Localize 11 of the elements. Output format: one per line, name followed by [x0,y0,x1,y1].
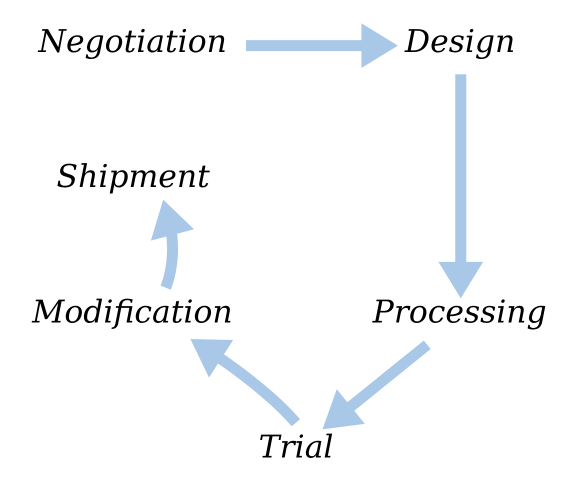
arrow [150,199,194,290]
node-text: Trial [258,429,334,466]
node-text: Processing [372,294,547,330]
arrow [190,338,300,426]
node-text: Modification [32,294,233,330]
node-text: Negotiation [38,23,227,60]
node-text: Shipment [56,158,210,195]
arrow [438,74,484,298]
arrow [246,22,398,68]
arrow [322,340,431,429]
node-text: Design [404,23,516,60]
